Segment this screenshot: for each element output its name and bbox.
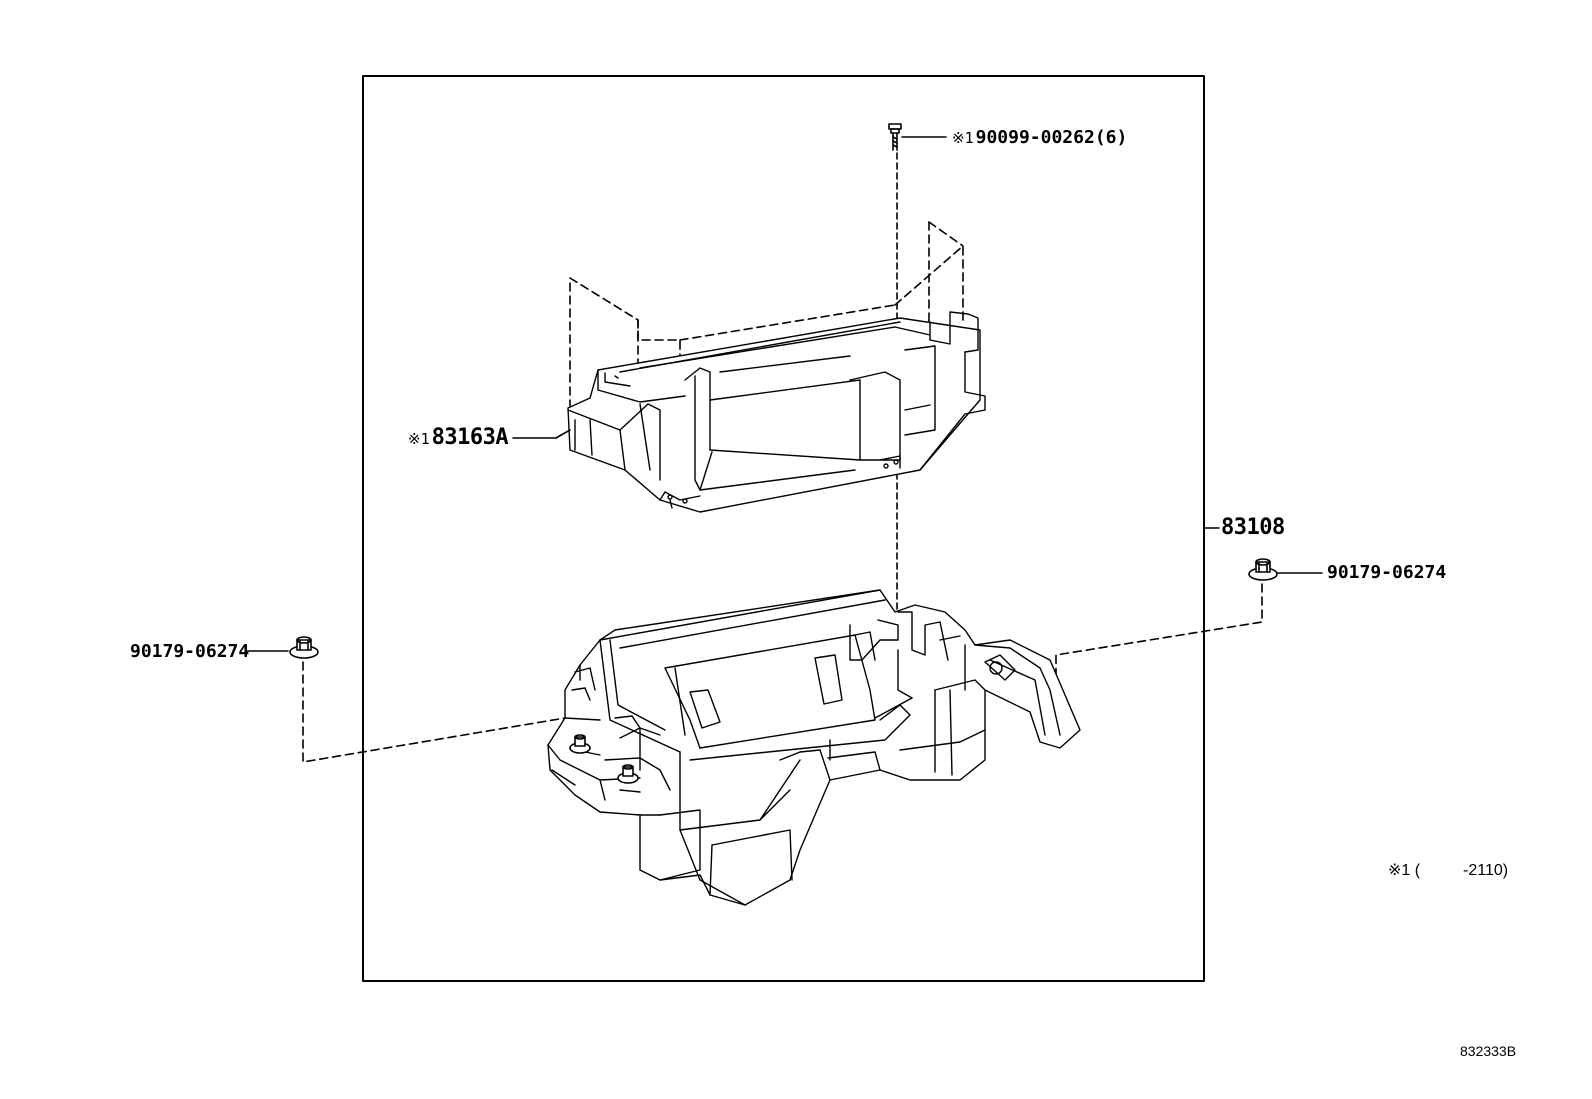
note-mark: ※1 [952,129,974,147]
cover-part-83163A [567,311,986,513]
footnote-mark: ※1 [1388,862,1411,879]
nut-left-dashed-line [302,661,566,763]
screw-icon [888,123,902,151]
housing-bolt-icon [569,734,591,754]
nut-right-dashed-line [1055,583,1263,743]
footnote-paren: ( [1414,862,1421,879]
leader-83163A-tip [555,429,571,439]
diagram-id: 832333B [1460,1043,1517,1059]
housing-bolt-icon [617,764,639,784]
part-number-cover: 83163A [431,425,509,450]
part-number-screw: 90099-00262(6) [975,127,1128,148]
label-cover: ※183163A [408,425,509,450]
part-number-nut-right: 90179-06274 [1327,562,1447,583]
part-number-nut-left: 90179-06274 [130,641,250,662]
nut-right-icon [1248,558,1278,581]
assembly-frame [362,75,1205,982]
housing-part-83108 [547,589,1081,906]
note-mark: ※1 [408,430,430,448]
footnote-range: -2110) [1463,862,1509,879]
nut-left-icon [289,636,319,659]
part-number-assembly: 83108 [1221,515,1285,540]
footnote: ※1 ( -2110) [1388,862,1508,880]
